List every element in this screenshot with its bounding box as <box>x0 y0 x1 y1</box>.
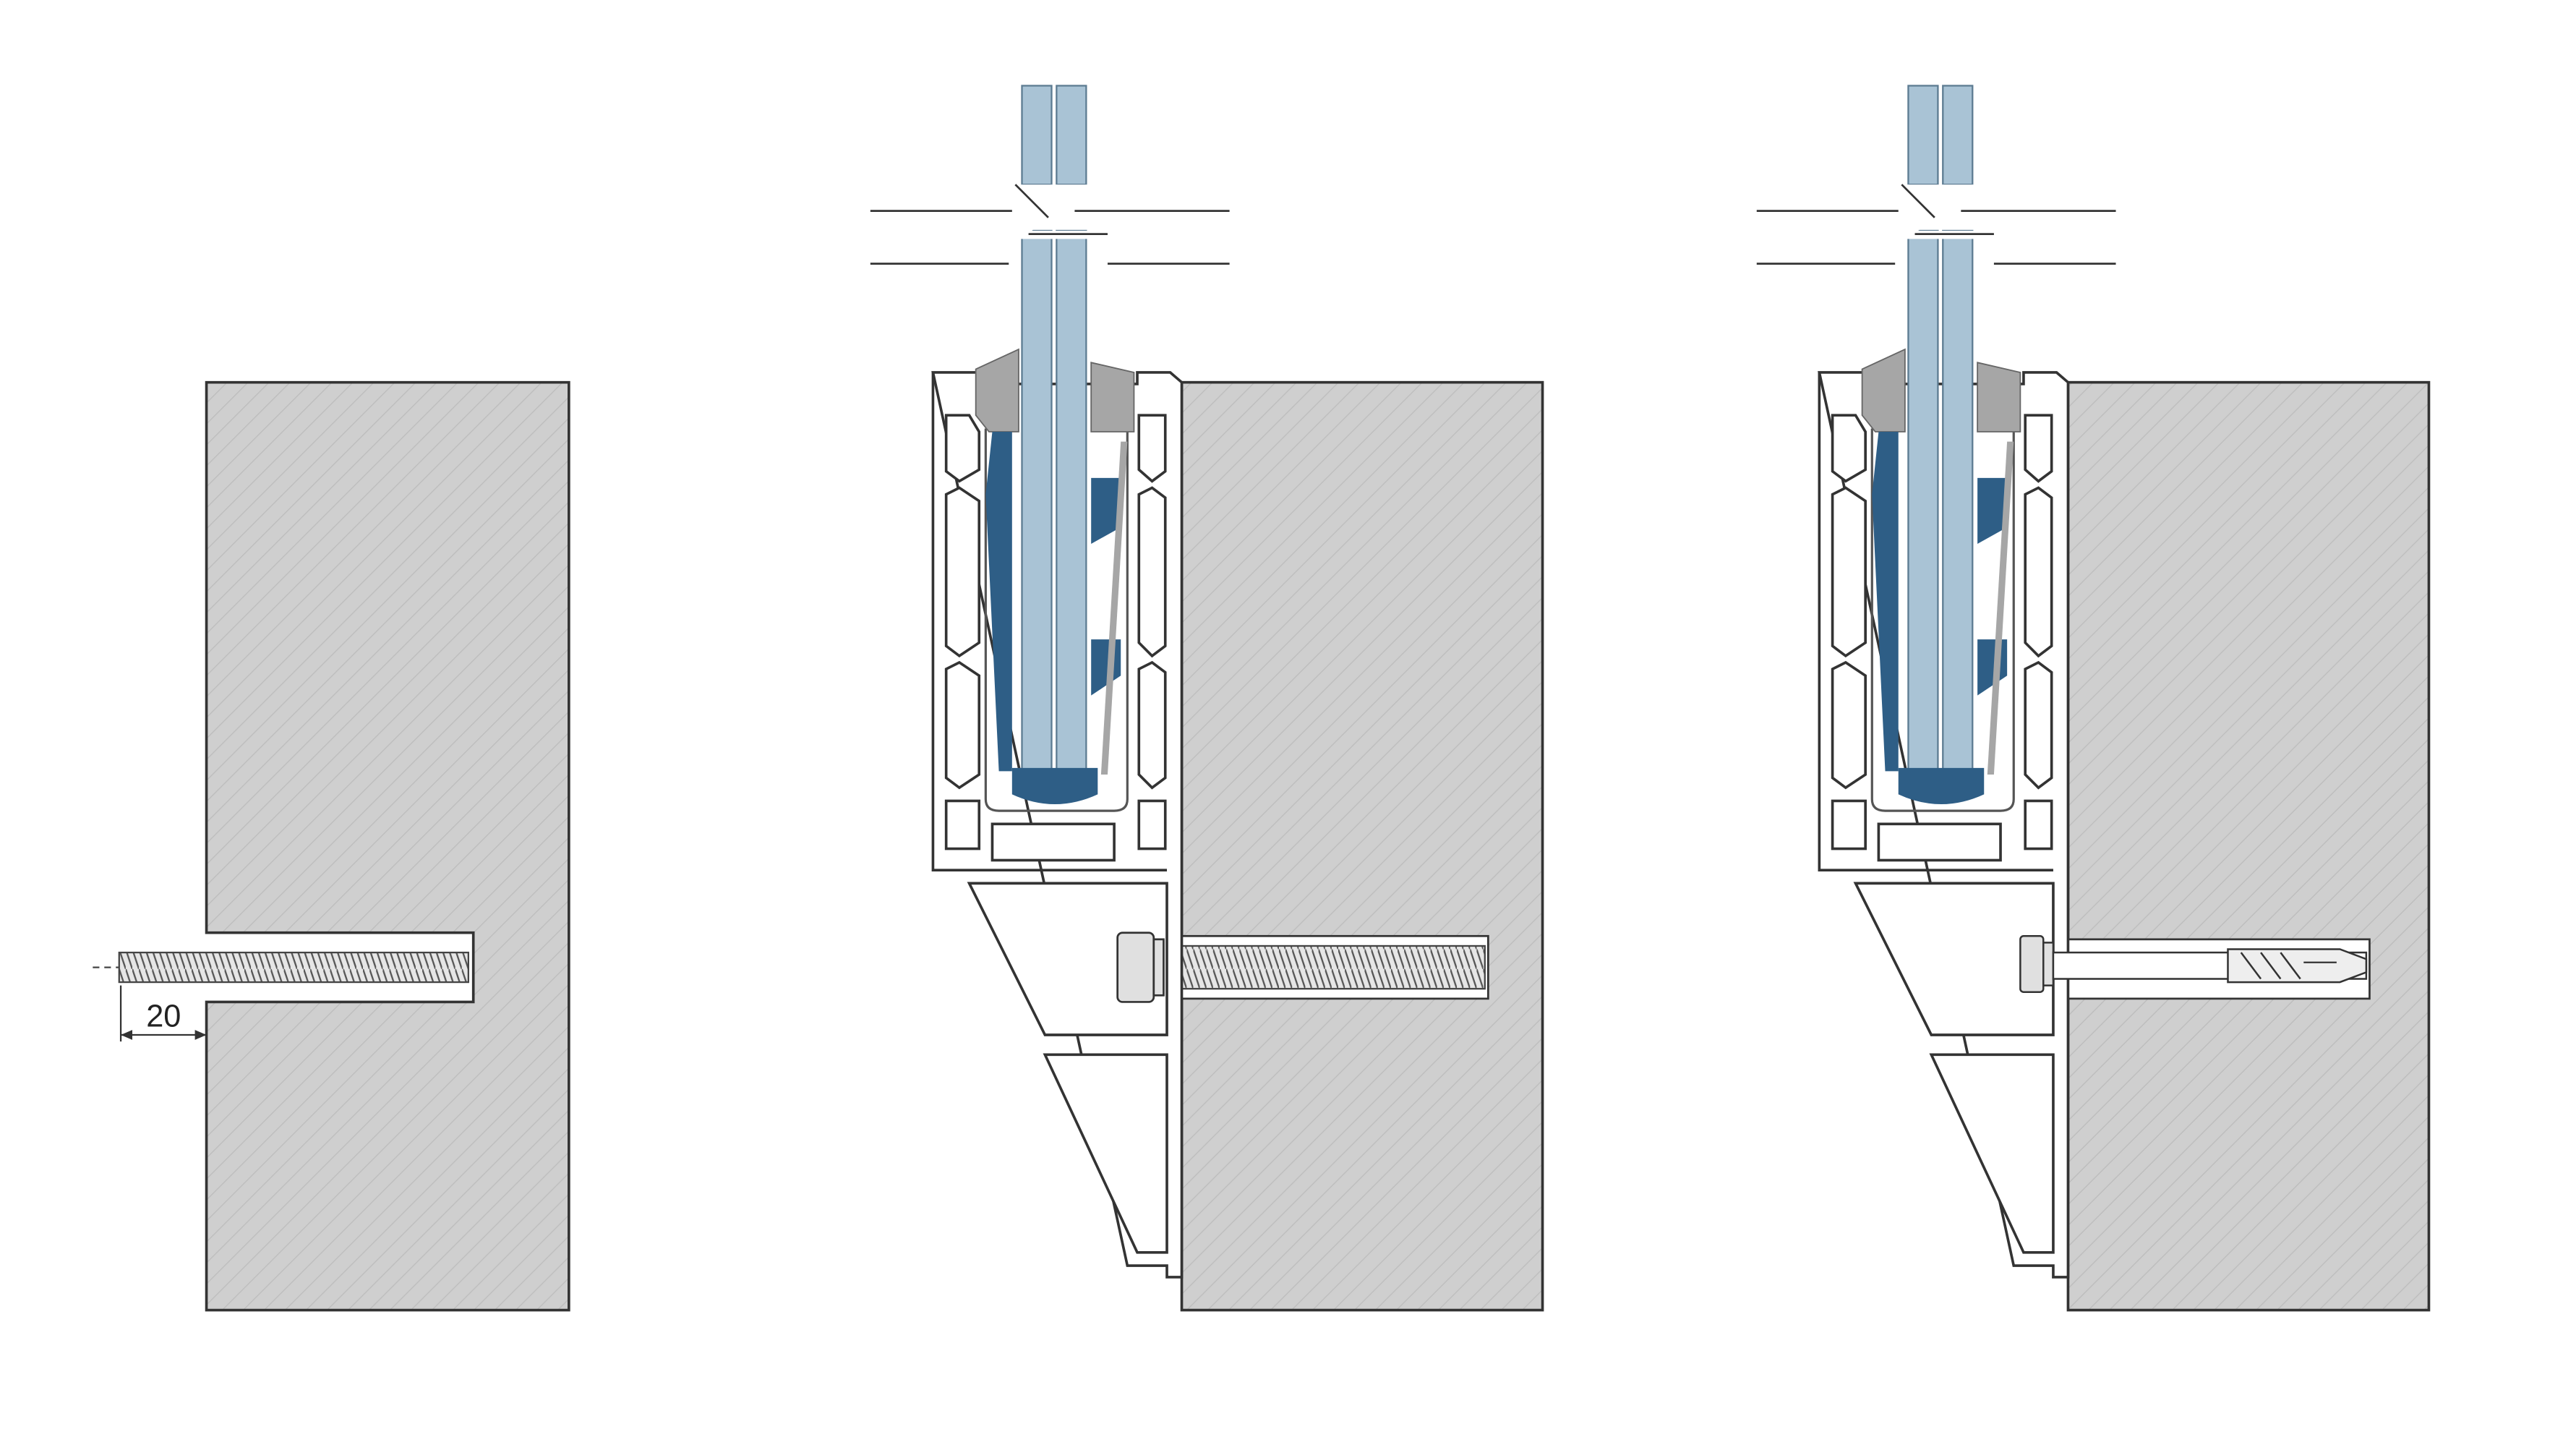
grey-liner <box>1100 441 1128 775</box>
panel-chemical-anchor <box>870 85 1544 1312</box>
threaded-rod <box>93 951 470 984</box>
concrete-wall <box>205 380 570 1312</box>
panel-expansion-anchor <box>1756 85 2431 1312</box>
concrete-wall <box>1180 380 1544 1312</box>
blue-gaskets <box>985 432 1121 804</box>
threaded-rod <box>1152 945 1486 990</box>
grey-liner <box>1987 441 2014 775</box>
expansion-anchor <box>2019 935 2368 994</box>
break-lines <box>1756 184 2116 265</box>
aluminium-profile <box>931 371 1184 1279</box>
concrete-wall <box>2066 380 2431 1312</box>
blue-gaskets <box>1872 432 2008 804</box>
dimension-label: 20 <box>146 999 181 1034</box>
top-clamp-wedge <box>1861 348 2021 432</box>
break-lines <box>870 184 1230 265</box>
hex-nut <box>1116 931 1165 1003</box>
laminated-glass <box>1907 85 1974 792</box>
laminated-glass <box>1021 85 1087 792</box>
dimension-20: 20 <box>119 985 207 1042</box>
panel-wall-drilling: 20 <box>93 380 570 1312</box>
